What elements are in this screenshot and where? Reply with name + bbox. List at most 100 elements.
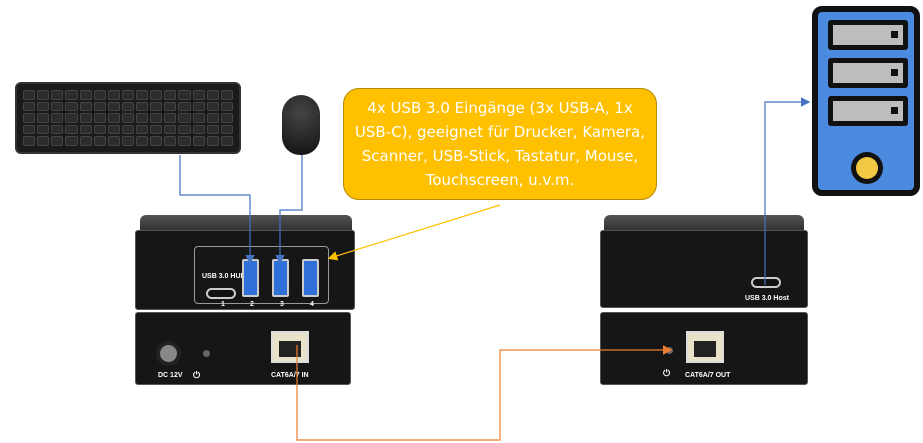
key: [51, 101, 64, 112]
key: [192, 90, 205, 100]
computer-icon: [812, 6, 920, 196]
key: [79, 136, 92, 146]
key: [79, 113, 92, 123]
key: [178, 136, 191, 146]
receiver-usb-unit: USB 3.0 Host: [600, 230, 808, 308]
usb-c-host-port: [751, 277, 781, 288]
callout-pointer: [327, 204, 501, 261]
key: [206, 101, 219, 112]
led: [203, 350, 210, 357]
key: [178, 101, 191, 112]
pc-power-button-icon: [851, 152, 883, 184]
host-usb-line: [764, 97, 811, 285]
dc-12v-label: DC 12V: [158, 372, 183, 379]
transmitter-network-unit: DC 12V ⏻ CAT6A/7 IN: [135, 312, 351, 385]
key: [65, 124, 78, 135]
key: [164, 113, 177, 123]
key: [93, 101, 106, 112]
key: [164, 90, 177, 100]
key: [51, 136, 64, 146]
key: [37, 113, 50, 123]
key: [79, 101, 92, 112]
dc-jack: [156, 341, 181, 366]
port-number: 3: [280, 301, 284, 308]
key: [23, 124, 36, 135]
rj45-out-port: [686, 331, 724, 363]
key: [206, 136, 219, 146]
usb-inputs-callout: 4x USB 3.0 Eingänge (3x USB-A, 1x USB-C)…: [343, 88, 657, 200]
key: [65, 101, 78, 112]
key: [121, 90, 135, 100]
port-number: 2: [250, 301, 254, 308]
key: [150, 136, 163, 146]
key: [23, 136, 36, 146]
key: [192, 113, 205, 123]
key: [136, 90, 149, 100]
key: [37, 124, 50, 135]
keyboard-image: [15, 82, 241, 154]
key: [192, 124, 205, 135]
key: [107, 90, 120, 100]
key: [37, 136, 50, 146]
key: [65, 90, 78, 100]
key: [93, 90, 106, 100]
key: [150, 90, 163, 100]
key: [220, 136, 233, 146]
mouse-image: [282, 95, 320, 155]
key: [121, 101, 135, 112]
transmitter-top: [140, 215, 352, 233]
key: [150, 101, 163, 112]
key: [178, 90, 191, 100]
key: [121, 136, 135, 146]
key: [220, 124, 233, 135]
key: [206, 90, 219, 100]
key: [192, 136, 205, 146]
key: [220, 90, 233, 100]
port-number: 1: [221, 301, 225, 308]
power-icon: ⏻: [663, 368, 671, 378]
key: [206, 124, 219, 135]
key: [65, 136, 78, 146]
key: [93, 113, 106, 123]
cat-in-label: CAT6A/7 IN: [271, 372, 309, 379]
key: [178, 124, 191, 135]
receiver-top: [604, 215, 804, 233]
key: [79, 124, 92, 135]
key: [107, 124, 120, 135]
cat-out-label: CAT6A/7 OUT: [685, 372, 731, 379]
key: [121, 124, 135, 135]
key: [150, 124, 163, 135]
key: [23, 101, 36, 112]
key: [51, 113, 64, 123]
key: [150, 113, 163, 123]
key: [65, 113, 78, 123]
key: [220, 113, 233, 123]
key: [192, 101, 205, 112]
usb-c-port-1: [206, 288, 236, 299]
keyboard-usb-line: [179, 155, 255, 265]
port-number: 4: [310, 301, 314, 308]
key: [79, 90, 92, 100]
key: [164, 101, 177, 112]
key: [51, 90, 64, 100]
cat-cable-line: [296, 345, 673, 441]
key: [23, 113, 36, 123]
key: [107, 101, 120, 112]
usb-host-label: USB 3.0 Host: [745, 295, 789, 302]
key: [136, 124, 149, 135]
key: [23, 90, 36, 100]
key: [121, 113, 135, 123]
key: [93, 136, 106, 146]
key: [37, 101, 50, 112]
usb-a-port-4: [302, 259, 319, 297]
key: [136, 101, 149, 112]
key: [107, 136, 120, 146]
power-icon: ⏻: [193, 370, 201, 380]
mouse-usb-line: [275, 155, 303, 265]
key: [178, 113, 191, 123]
transmitter-usb-unit: USB 3.0 HUB 1 2 3 4: [135, 230, 355, 310]
key: [136, 113, 149, 123]
key: [206, 113, 219, 123]
rj45-in-port: [271, 331, 309, 363]
